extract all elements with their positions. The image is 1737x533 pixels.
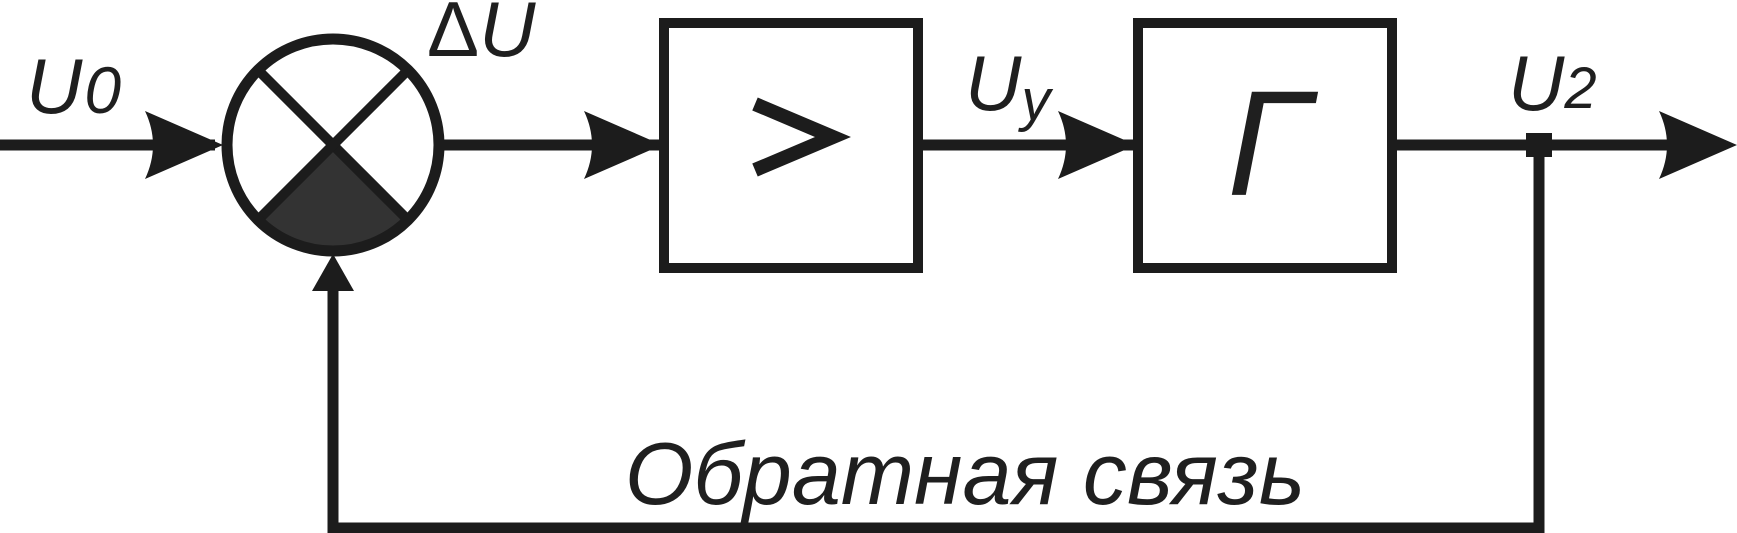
amplifier-output-label-sub: у xyxy=(1017,68,1053,133)
output-label-main: U xyxy=(1508,39,1565,127)
input-label: U0 xyxy=(26,42,121,130)
output-arrowhead xyxy=(1659,111,1737,179)
input-label-main: U xyxy=(26,42,83,130)
input-arrowhead xyxy=(145,111,223,179)
generator-symbol: Г xyxy=(1227,59,1318,227)
summing-junction-shaded-sector xyxy=(258,145,408,252)
amplifier-output-label: Uу xyxy=(965,39,1053,133)
feedback-arrowhead xyxy=(312,254,354,291)
error-label-delta: Δ xyxy=(427,0,479,73)
input-label-sub: 0 xyxy=(84,53,121,127)
amplifier-symbol: > xyxy=(741,68,842,207)
error-label-symbol: U xyxy=(479,0,536,73)
error-label: ΔU xyxy=(427,0,536,73)
error-arrowhead xyxy=(584,111,662,179)
amplifier-output-arrowhead xyxy=(1058,111,1136,179)
amplifier-block: > xyxy=(659,18,923,273)
feedback-path-line xyxy=(327,150,1545,533)
feedback-label: Обратная связь xyxy=(625,424,1305,523)
amplifier-symbol-chevron xyxy=(752,97,851,177)
branch-point xyxy=(1526,133,1552,157)
output-label-sub: 2 xyxy=(1563,56,1596,121)
output-label: U2 xyxy=(1508,39,1597,127)
generator-block: Г xyxy=(1133,18,1397,273)
amplifier-output-label-main: U xyxy=(965,39,1022,127)
summing-junction xyxy=(221,33,445,257)
